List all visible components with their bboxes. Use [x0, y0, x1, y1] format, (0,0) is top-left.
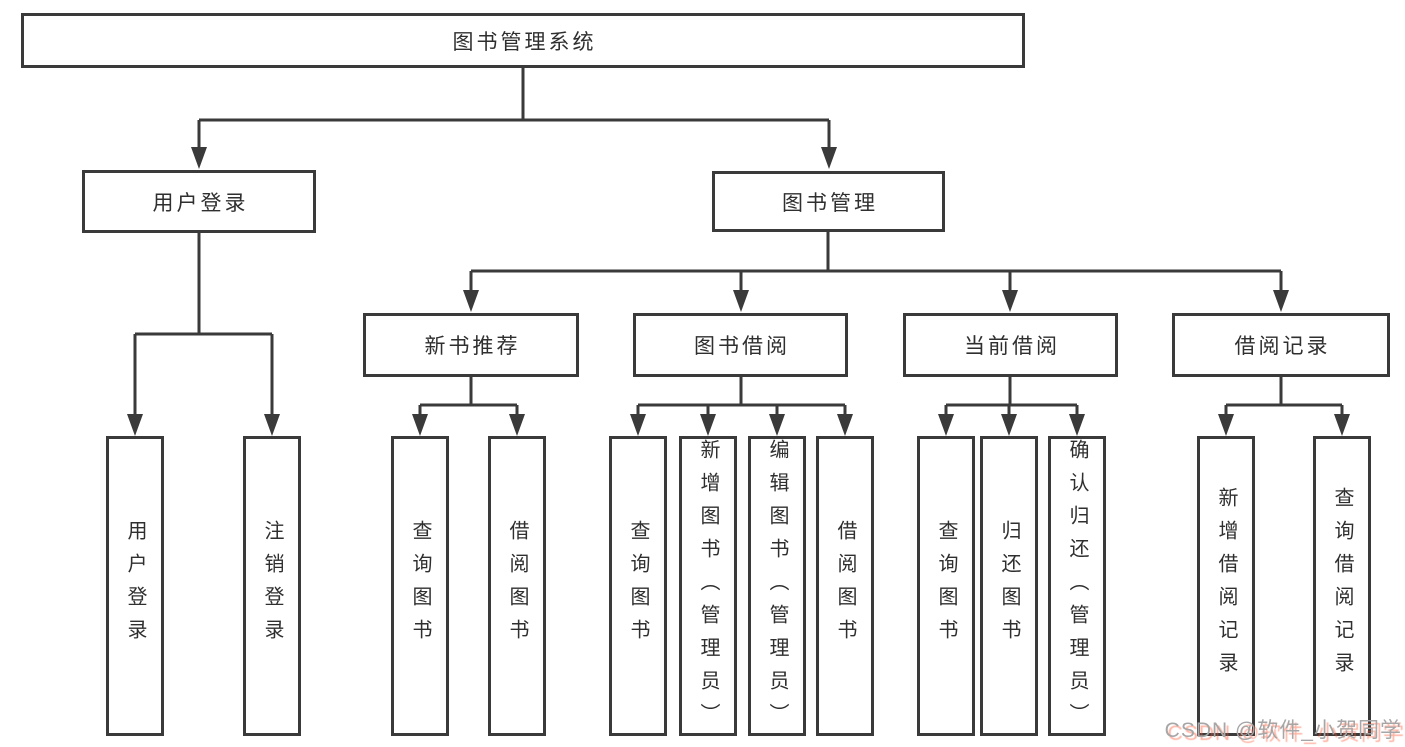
leaf-edit-book-admin: 编辑图书（管理员） [748, 436, 806, 736]
leaf-query-books-borrow: 查询图书 [609, 436, 667, 736]
leaf-borrow-books-recommend: 借阅图书 [488, 436, 546, 736]
leaf-query-books-recommend: 查询图书 [391, 436, 449, 736]
leaf-confirm-return-admin: 确认归还（管理员） [1048, 436, 1106, 736]
node-book-borrowing: 图书借阅 [633, 313, 848, 377]
leaf-return-book: 归还图书 [980, 436, 1038, 736]
leaf-logout: 注销登录 [243, 436, 301, 736]
node-root-system: 图书管理系统 [21, 13, 1025, 68]
node-book-management: 图书管理 [712, 171, 945, 232]
leaf-add-borrow-record: 新增借阅记录 [1197, 436, 1255, 736]
leaf-borrow-books: 借阅图书 [816, 436, 874, 736]
leaf-user-login: 用户登录 [106, 436, 164, 736]
node-user-login: 用户登录 [82, 170, 316, 233]
leaf-query-borrow-record: 查询借阅记录 [1313, 436, 1371, 736]
leaf-query-books-current: 查询图书 [917, 436, 975, 736]
leaf-add-book-admin: 新增图书（管理员） [679, 436, 737, 736]
node-new-book-recommend: 新书推荐 [363, 313, 579, 377]
csdn-watermark: CSDN @软件_小贺同学 [1164, 719, 1402, 742]
node-borrowing-records: 借阅记录 [1172, 313, 1390, 377]
node-current-borrowing: 当前借阅 [903, 313, 1118, 377]
